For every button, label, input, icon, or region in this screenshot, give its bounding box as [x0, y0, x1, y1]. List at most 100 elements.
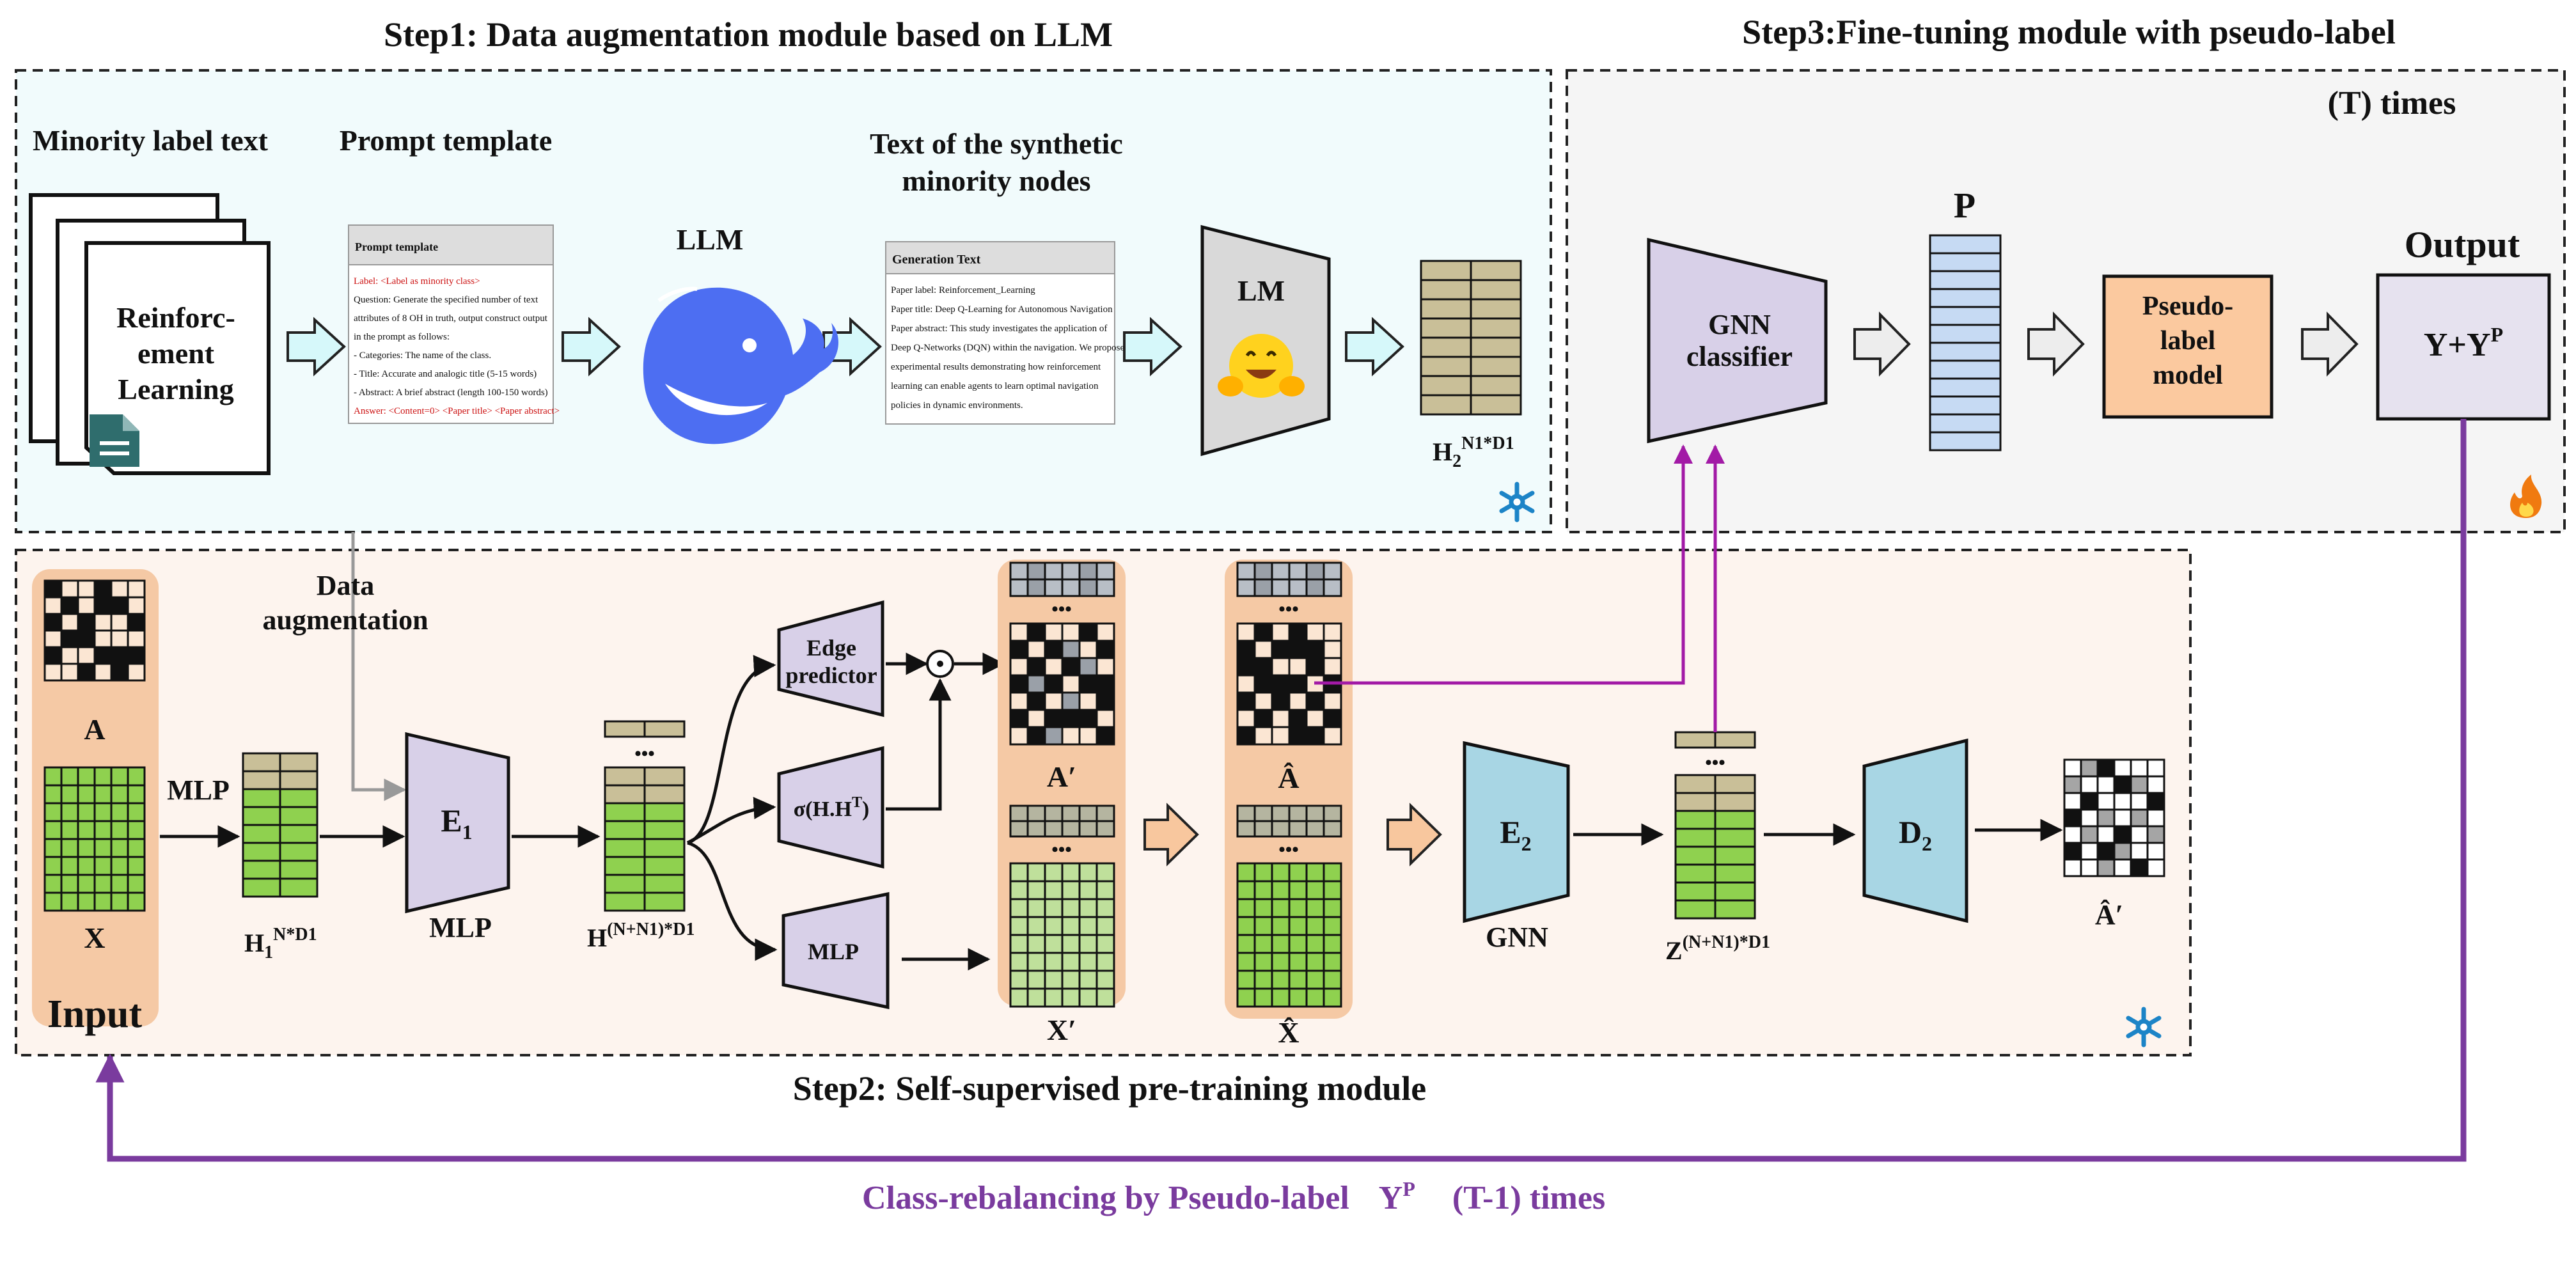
x-cell [77, 856, 96, 876]
a-prime-cell [1026, 709, 1046, 728]
h-cell [643, 720, 686, 738]
x-cell [43, 820, 63, 840]
x-hat-cell [1271, 804, 1291, 822]
x-cell [110, 784, 129, 804]
a-hat-prime-cell [2096, 792, 2116, 811]
a-hat-cell [1305, 561, 1325, 581]
x-hat-matrix [1236, 804, 1342, 1008]
z-embedding [1674, 731, 1756, 920]
x-hat-cell [1288, 820, 1308, 838]
x-cell [77, 820, 96, 840]
a-cell [127, 579, 146, 599]
a-prime-cell [1078, 640, 1098, 659]
a-hat-cell [1253, 622, 1273, 642]
x-hat-cell [1236, 934, 1256, 954]
x-prime-cell [1026, 969, 1046, 990]
x-hat-cell [1305, 952, 1325, 972]
z-cell [1674, 899, 1716, 920]
x-prime-cell [1096, 916, 1115, 936]
x-hat-cell [1253, 916, 1273, 936]
a-cell [77, 596, 96, 615]
a-prime-cell [1044, 709, 1064, 728]
a-hat-cell [1271, 691, 1291, 711]
x-hat-cell [1323, 969, 1342, 990]
x-hat-cell [1323, 880, 1342, 900]
a-hat-cell [1271, 726, 1291, 746]
z-cell [1714, 792, 1756, 812]
x-prime-cell [1009, 804, 1029, 822]
a-prime-cell [1044, 622, 1064, 642]
x-hat-dots: ••• [1278, 839, 1299, 860]
x-hat-cell [1323, 820, 1342, 838]
x-prime-cell [1026, 916, 1046, 936]
x-hat-cell [1236, 987, 1256, 1008]
a-prime-cell [1096, 657, 1115, 677]
a-hat-dots: ••• [1278, 599, 1299, 620]
h-cell [604, 820, 646, 840]
x-prime-cell [1078, 916, 1098, 936]
h-cell [643, 784, 686, 804]
h1-cell [242, 824, 281, 844]
x-cell [43, 874, 63, 894]
x-hat-cell [1288, 804, 1308, 822]
a-hat-cell [1323, 657, 1342, 677]
prompt-line: Answer: <Content=0> <Paper title> <Paper… [354, 406, 560, 416]
a-hat-prime-cell [2096, 825, 2116, 844]
a-prime-cell [1026, 726, 1046, 746]
a-cell [77, 663, 96, 682]
a-hat-cell [1305, 709, 1325, 728]
h2-cell [1470, 260, 1522, 281]
e1-encoder: E1 [405, 732, 510, 914]
step2-title: Step2: Self-supervised pre-training modu… [793, 1069, 1427, 1108]
gen-line: Deep Q-Networks (DQN) within the navigat… [891, 343, 1124, 353]
a-hat-cell [1323, 578, 1342, 597]
h-cell [643, 766, 686, 787]
h-cell [604, 720, 646, 738]
p-cell [1929, 431, 2002, 451]
x-prime-cell [1078, 952, 1098, 972]
x-prime-cell [1026, 820, 1046, 838]
a-hat-prime-cell [2096, 858, 2116, 877]
x-prime-cell [1044, 898, 1064, 918]
x-prime-cell [1078, 898, 1098, 918]
a-cell [77, 613, 96, 632]
h-dots: ••• [634, 743, 655, 764]
a-prime-cell [1026, 657, 1046, 677]
step3-title: Step3:Fine-tuning module with pseudo-lab… [1742, 13, 2396, 51]
x-prime-cell [1044, 969, 1064, 990]
edge-predictor: Edge predictor [777, 600, 884, 718]
x-cell [110, 891, 129, 912]
a-hat-prime-cell [2063, 842, 2082, 861]
x-hat-cell [1305, 820, 1325, 838]
times-label: (T) times [2328, 85, 2456, 122]
a-hat-prime-cell [2063, 808, 2082, 828]
document-icon [90, 414, 139, 467]
a-prime-cell [1026, 691, 1046, 711]
odot-center [937, 661, 943, 667]
x-prime-cell [1096, 969, 1115, 990]
p-cell [1929, 288, 2002, 308]
a-hat-cell [1271, 561, 1291, 581]
a-cell [110, 629, 129, 648]
step1-title: Step1: Data augmentation module based on… [384, 15, 1113, 54]
a-hat-prime-cell [2113, 792, 2132, 811]
z-cell [1674, 774, 1716, 794]
z-cell [1674, 845, 1716, 866]
h2-embedding: H2N1*D1 [1420, 260, 1522, 471]
x-prime-cell [1009, 898, 1029, 918]
p-cell [1929, 234, 2002, 255]
a-hat-cell [1236, 640, 1256, 659]
x-prime-cell [1061, 880, 1081, 900]
sigma-box: σ(H.HT) [777, 746, 884, 869]
a-hat-prime-cell [2063, 792, 2082, 811]
a-cell [77, 629, 96, 648]
x-hat-cell [1305, 987, 1325, 1008]
gen-header: Generation Text [892, 253, 981, 267]
h1-cell [242, 842, 281, 862]
a-cell [60, 629, 79, 648]
a-hat-prime-cell [2146, 842, 2165, 861]
x-cell [127, 856, 146, 876]
a-hat-prime-cell [2063, 758, 2082, 778]
a-hat-prime-cell [2096, 808, 2116, 828]
a-hat-cell [1236, 578, 1256, 597]
